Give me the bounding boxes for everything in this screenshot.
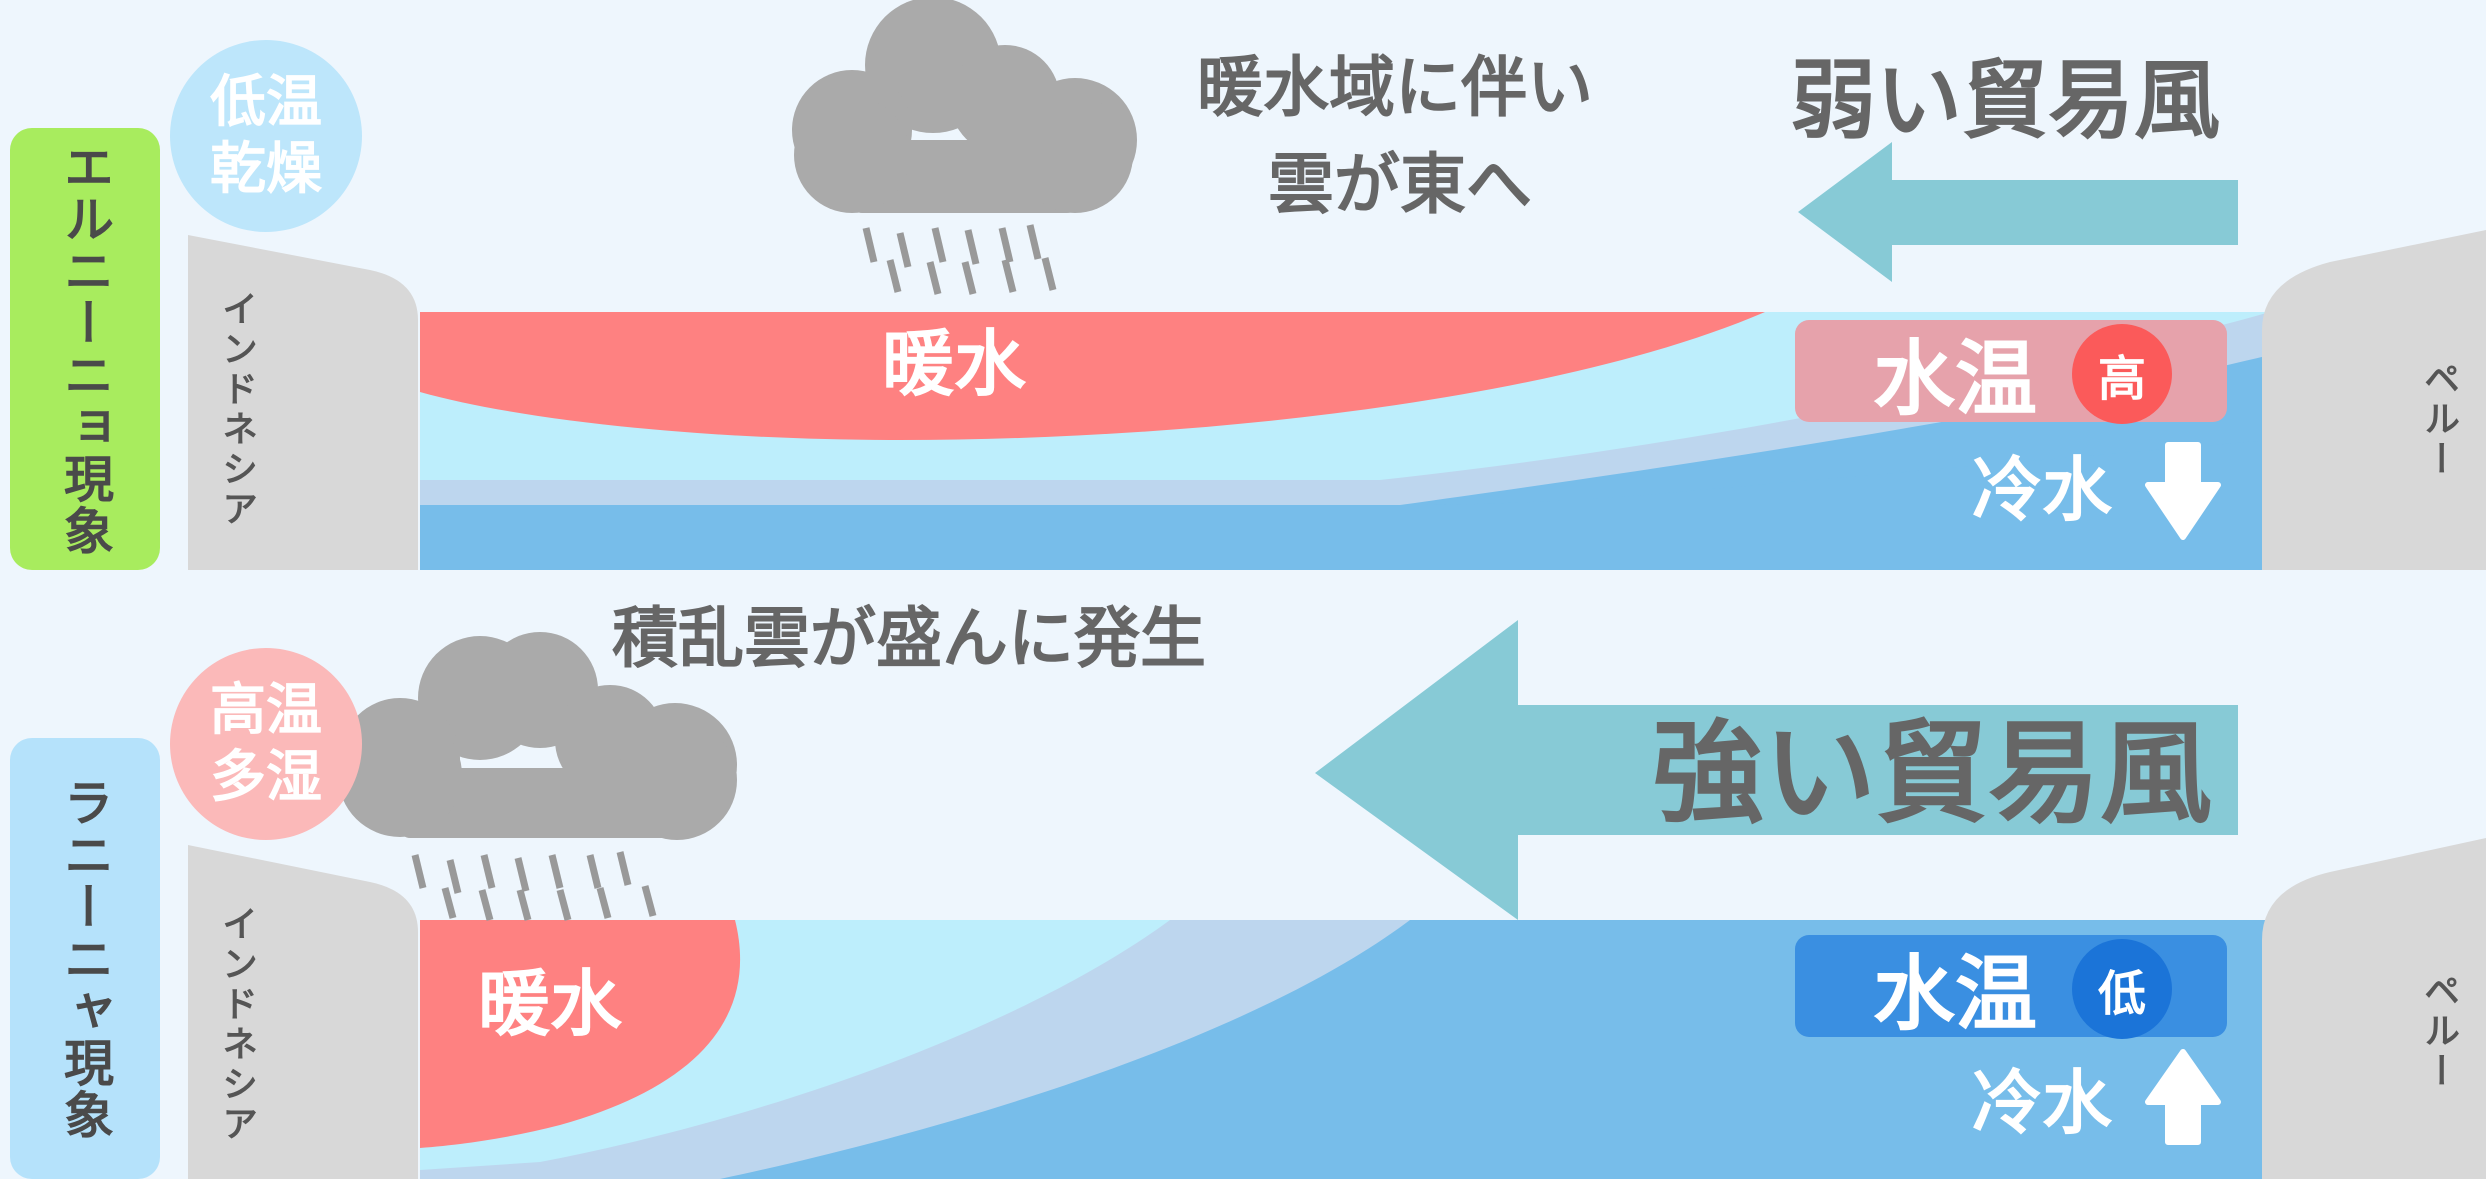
el-nino-water-temp-label: 水温 [1873, 331, 2038, 427]
el-nino-cloud-note-line2: 雲が東へ [1268, 146, 1532, 223]
el-nino-climate-line2: 乾燥 [210, 137, 322, 202]
el-nino-warm-water [420, 312, 1765, 440]
la-nina-cloud [338, 632, 737, 840]
la-nina-water-temp-box: 水温 低 [1795, 935, 2227, 1042]
el-nino-wind-label: 弱い貿易風 [1790, 51, 2220, 151]
el-nino-wind-arrow [1798, 142, 2238, 282]
la-nina-left-land [188, 845, 418, 1179]
la-nina-title-tag: ラニーニャ現象 [10, 738, 160, 1179]
el-nino-warm-water-label: 暖水 [882, 322, 1027, 406]
el-nino-rain [862, 224, 1057, 295]
el-nino-title: エルニーニョ現象 [56, 141, 114, 557]
la-nina-cold-up-arrow [2145, 1049, 2221, 1145]
el-nino-right-land-label: ペルー [2418, 360, 2459, 480]
la-nina-cloud-note: 積乱雲が盛んに発生 [612, 600, 1206, 677]
el-nino-title-tag: エルニーニョ現象 [10, 128, 160, 570]
la-nina-warm-water-label: 暖水 [478, 962, 623, 1046]
el-nino-cloud [792, 0, 1137, 213]
la-nina-title: ラニーニャ現象 [56, 776, 114, 1141]
la-nina-warm-water [420, 920, 741, 1148]
el-nino-cold-down-arrow [2145, 442, 2221, 540]
el-nino-temp-badge-high: 高 [2072, 324, 2172, 424]
la-nina-wind-arrow [1315, 620, 2238, 920]
la-nina-climate-line1: 高温 [210, 677, 322, 743]
la-nina-water-temp-label: 水温 [1873, 946, 2038, 1042]
la-nina-wind-label: 強い貿易風 [1652, 709, 2212, 839]
la-nina-cold-water-label: 冷水 [1972, 1062, 2112, 1144]
la-nina-left-land-label: インドネシア [216, 905, 257, 1145]
la-nina-climate-line2: 多湿 [210, 745, 322, 810]
el-nino-climate-line1: 低温 [210, 69, 322, 135]
el-nino-bottom-strip [420, 440, 2270, 570]
la-nina-rain [411, 851, 657, 921]
el-nino-left-land [188, 235, 418, 570]
la-nina-climate-bubble: 高温 多湿 [170, 648, 362, 840]
el-nino-climate-bubble: 低温 乾燥 [170, 40, 362, 232]
el-nino-left-land-label: インドネシア [216, 290, 257, 530]
la-nina-right-land-label: ペルー [2418, 972, 2459, 1092]
el-nino-right-land [2262, 230, 2486, 570]
el-nino-cloud-note-line1: 暖水域に伴い [1197, 49, 1593, 126]
el-nino-water-temp-box: 水温 高 [1795, 320, 2227, 427]
la-nina-temp-badge-low: 低 [2072, 939, 2172, 1039]
el-nino-cold-water-label: 冷水 [1972, 449, 2112, 531]
la-nina-right-land [2262, 838, 2486, 1179]
